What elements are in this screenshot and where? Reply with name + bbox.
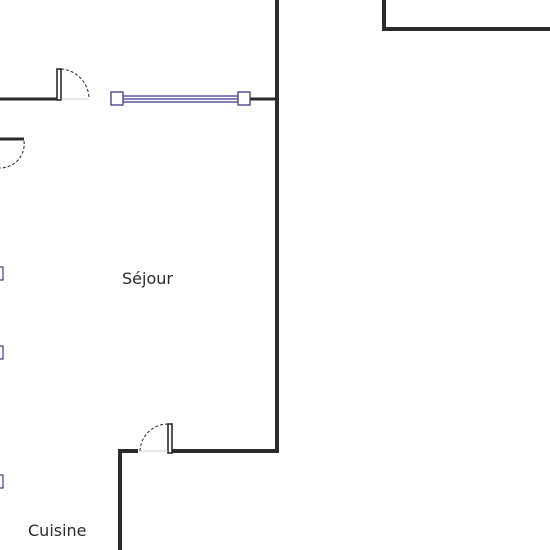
left-edge-door bbox=[0, 137, 25, 169]
door-swing-arc bbox=[60, 68, 90, 100]
wall-marker bbox=[0, 266, 4, 281]
door-leaf bbox=[56, 68, 62, 101]
sejour-walls bbox=[118, 0, 279, 550]
room-label-cuisine: Cuisine bbox=[28, 521, 87, 540]
room-label-sejour: Séjour bbox=[122, 269, 173, 288]
top-right-room-walls bbox=[382, 0, 550, 31]
sejour-top-door bbox=[56, 68, 90, 101]
door-swing-arc bbox=[0, 140, 25, 169]
door-swing-arc bbox=[139, 423, 169, 453]
window-frame-right bbox=[237, 91, 251, 106]
door-leaf bbox=[167, 423, 173, 454]
wall-marker bbox=[0, 345, 4, 360]
wall-marker bbox=[0, 474, 4, 489]
sejour-window bbox=[110, 91, 251, 106]
left-edge-markers bbox=[0, 266, 4, 489]
sejour-cuisine-door bbox=[139, 423, 173, 454]
window-frame-left bbox=[110, 91, 124, 106]
